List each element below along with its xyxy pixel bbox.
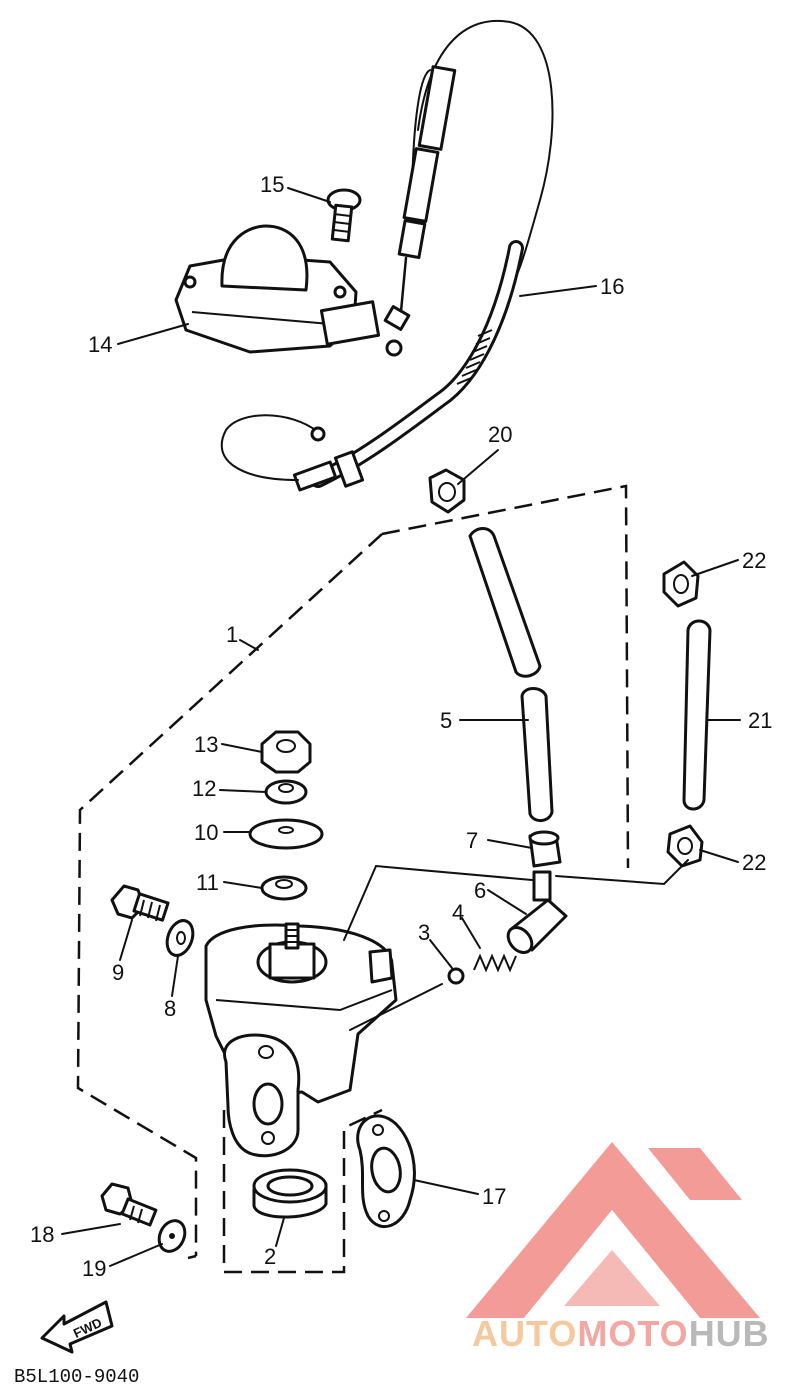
hose-21: [682, 619, 712, 811]
automotohub-watermark: AUTOMOTOHUB: [472, 1313, 770, 1354]
forward-direction-arrow-icon: FWD: [40, 1300, 114, 1354]
callout-19: 19: [82, 1256, 106, 1281]
callout-7: 7: [466, 828, 478, 853]
callout-1: 1: [226, 622, 238, 647]
callout-13: 13: [194, 732, 218, 757]
oil-seal-2: [252, 1168, 328, 1219]
callout-12: 12: [192, 776, 216, 801]
cable-assembly: [220, 20, 554, 492]
callout-5: 5: [440, 708, 452, 733]
assembly-boundary-dashed: [76, 484, 630, 1274]
clamp-7: [528, 830, 562, 868]
oil-pump-body: [204, 922, 398, 1158]
screw-15: [326, 188, 362, 243]
spring-4: [473, 953, 517, 973]
callout-17: 17: [482, 1184, 506, 1209]
callout-20: 20: [488, 422, 512, 447]
automotohub-logo-icon: [466, 1142, 760, 1318]
leader-lines: [61, 187, 741, 1267]
bolt-9: [110, 884, 170, 922]
nut-20: [428, 468, 466, 514]
watermark-auto: AUTO: [472, 1313, 577, 1354]
washer-11: [260, 875, 308, 901]
callout-9: 9: [112, 960, 124, 985]
fitting-6: [506, 870, 568, 955]
callout-18: 18: [30, 1222, 54, 1247]
callout-4: 4: [452, 900, 464, 925]
bolt-18: [100, 1182, 158, 1227]
callout-14: 14: [88, 332, 112, 357]
washer-8: [165, 919, 195, 957]
callout-labels: 15 14 16 20 22 21 22 1 5 7 6 4 3 13 12 1…: [30, 172, 772, 1281]
washer-12: [264, 779, 308, 805]
gasket-17: [356, 1114, 416, 1229]
nut-13: [260, 730, 312, 774]
washer-10: [248, 818, 324, 850]
callout-21: 21: [748, 708, 772, 733]
callout-10: 10: [194, 820, 218, 845]
svg-text:AUTOMOTOHUB: AUTOMOTOHUB: [472, 1313, 770, 1354]
callout-6: 6: [474, 878, 486, 903]
callout-2: 2: [264, 1244, 276, 1269]
clamp-22-top: [662, 560, 700, 608]
watermark-hub: HUB: [689, 1313, 770, 1354]
hose-5: [520, 687, 554, 822]
washer-19: [157, 1219, 187, 1253]
callout-16: 16: [600, 274, 624, 299]
callout-22-top: 22: [742, 548, 766, 573]
diagram-code: B5L100-9040: [14, 1366, 139, 1388]
clamp-22-bottom: [666, 824, 704, 868]
hose-upper: [468, 527, 542, 678]
callout-15: 15: [260, 172, 284, 197]
pump-cover: [174, 224, 381, 354]
ball-3: [447, 967, 465, 985]
callout-22-bottom: 22: [742, 850, 766, 875]
callout-8: 8: [164, 996, 176, 1021]
callout-11: 11: [196, 870, 219, 895]
watermark-moto: MOTO: [577, 1313, 688, 1354]
callout-3: 3: [418, 920, 430, 945]
